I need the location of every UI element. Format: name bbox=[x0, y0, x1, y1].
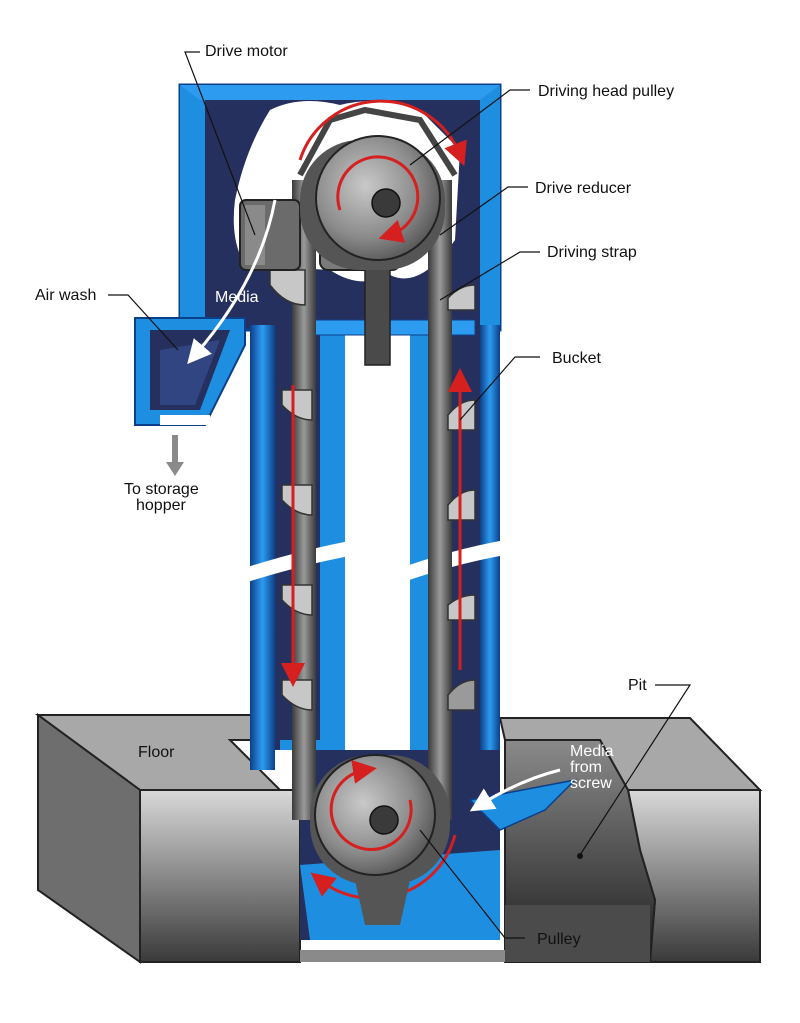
buckets bbox=[269, 269, 476, 711]
pit-marker bbox=[577, 853, 583, 859]
label-media: Media bbox=[215, 289, 259, 306]
watermark: ©@大汉输送机 bbox=[650, 985, 762, 1004]
label-driving-strap: Driving strap bbox=[547, 244, 637, 261]
label-pulley: Pulley bbox=[537, 931, 581, 948]
boot-pulley bbox=[310, 754, 457, 925]
label-to-storage-2: hopper bbox=[136, 497, 186, 514]
label-to-storage-1: To storage bbox=[124, 481, 199, 498]
label-drive-motor: Drive motor bbox=[205, 43, 288, 60]
label-media-from-3: screw bbox=[570, 775, 612, 792]
label-bucket: Bucket bbox=[552, 350, 601, 367]
media-flow bbox=[166, 199, 561, 812]
leader-lines bbox=[108, 51, 692, 939]
label-air-wash: Air wash bbox=[35, 287, 96, 304]
label-media-from-1: Media bbox=[570, 743, 614, 760]
driving-head-pulley bbox=[297, 99, 467, 270]
label-driving-head-pulley: Driving head pulley bbox=[538, 83, 674, 100]
label-pit: Pit bbox=[628, 677, 647, 694]
flow-arrows bbox=[281, 368, 472, 687]
drive-motor bbox=[239, 199, 301, 271]
label-floor: Floor bbox=[138, 744, 175, 761]
label-drive-reducer: Drive reducer bbox=[535, 180, 632, 197]
label-media-from-2: from bbox=[570, 759, 602, 776]
